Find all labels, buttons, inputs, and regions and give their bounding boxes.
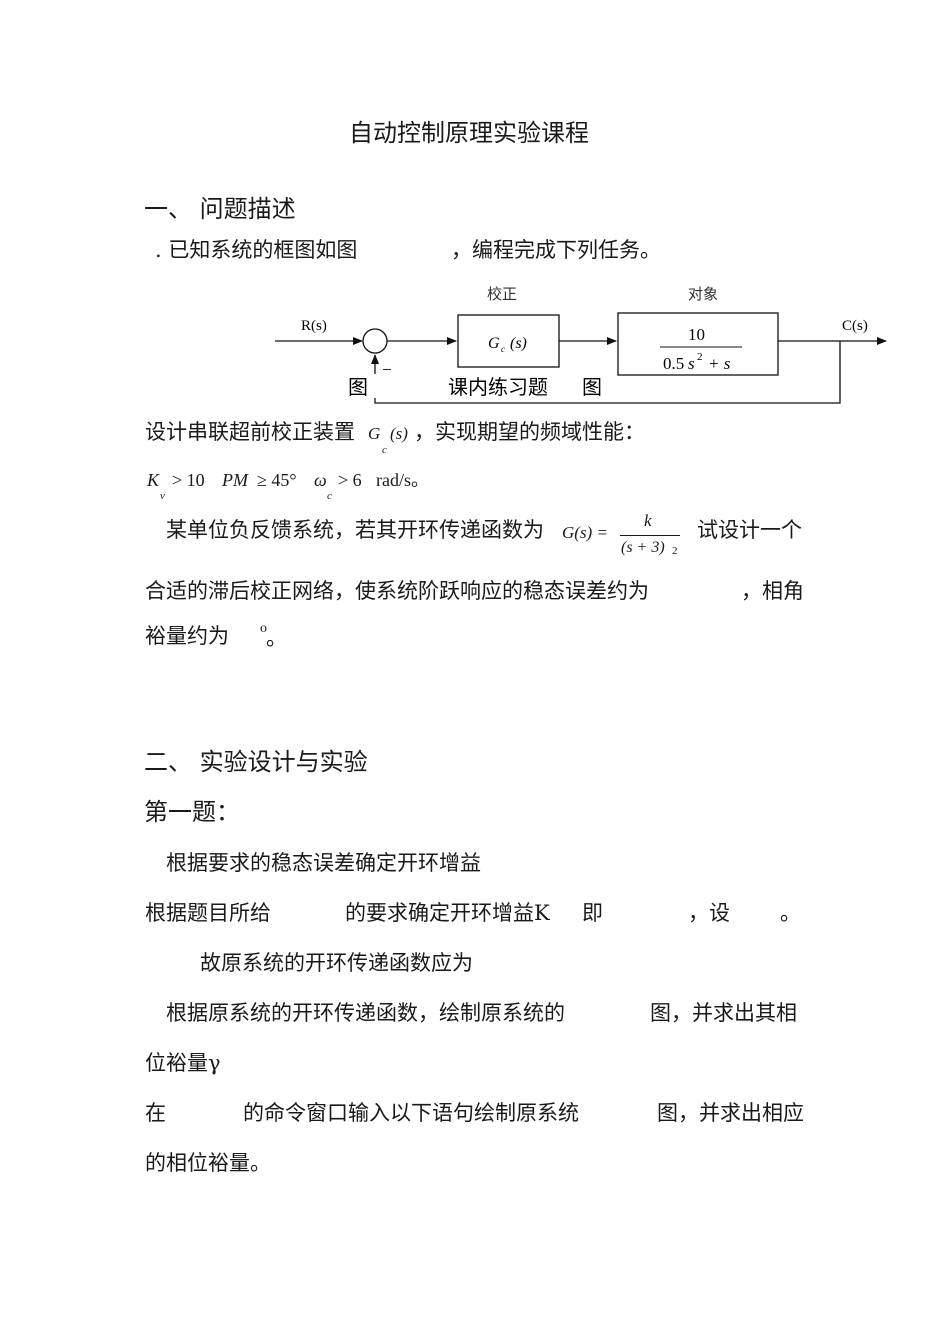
p2-right: 试设计一个: [697, 518, 802, 542]
step-6-c: 图，并求出相应: [657, 1101, 804, 1125]
task-intro-right: ，编程完成下列任务。: [451, 238, 661, 262]
design-gc-arg: (s): [390, 424, 408, 443]
input-label: R(s): [301, 318, 327, 334]
step-6-a: 在: [145, 1101, 166, 1125]
plant-numerator: 10: [688, 325, 705, 344]
design-line-left: 设计串联超前校正装置: [145, 420, 355, 444]
question-1-label: 第一题：: [144, 798, 240, 826]
spec-wc-sub: c: [327, 490, 332, 502]
caption-fig-a: 图: [348, 375, 368, 399]
page-title: 自动控制原理实验课程: [349, 119, 589, 147]
design-gc-sub: c: [382, 444, 387, 456]
design-gc: G: [368, 424, 381, 443]
spec-pm: PM: [222, 470, 248, 490]
caption-backdrop: [344, 374, 614, 398]
step-4-a: 根据原系统的开环传递函数，绘制原系统的: [166, 1001, 565, 1025]
plant-den-s: s: [688, 354, 695, 373]
design-line-right: ，实现期望的频域性能：: [414, 420, 645, 444]
controller-g-arg: (s): [510, 335, 527, 352]
spec-kv: K: [147, 470, 160, 490]
minus-sign: −: [382, 360, 392, 379]
section-heading-2: 二、 实验设计与实验: [144, 748, 368, 776]
p2-numerator: k: [644, 511, 652, 530]
p4-right: 。: [266, 626, 287, 650]
p2-denominator: (s + 3): [621, 539, 665, 556]
output-label: C(s): [842, 318, 868, 334]
p4-left: 裕量约为: [145, 624, 229, 648]
controller-block: [457, 314, 560, 368]
spec-wc: ω: [314, 470, 327, 490]
plant-den-exp: 2: [697, 351, 703, 363]
spec-kv-sub: v: [160, 490, 165, 502]
block-diagram: 校正 对象 R(s) − G c (s) 10 0.5 s 2 + s C(s)…: [275, 285, 887, 404]
step-4-b: 图，并求出其相: [650, 1001, 797, 1025]
controller-g: G: [488, 335, 500, 352]
step-2-e: 。: [780, 901, 801, 925]
p3-left: 合适的滞后校正网络，使系统阶跃响应的稳态误差约为: [145, 579, 649, 603]
step-6-b: 的命令窗口输入以下语句绘制原系统: [243, 1101, 579, 1125]
plant-den-b: + s: [708, 354, 731, 373]
p3-right: ，相角: [741, 579, 804, 603]
step-2-c: 即: [582, 901, 603, 925]
spec-kv-value: > 10: [172, 470, 205, 490]
spec-wc-value: > 6: [338, 470, 362, 490]
step-1: 根据要求的稳态误差确定开环增益: [166, 851, 481, 875]
label-plant: 对象: [688, 285, 718, 303]
p2-g: G(s) =: [562, 523, 608, 542]
task-intro-left: . 已知系统的框图如图: [155, 238, 358, 262]
step-7: 的相位裕量。: [145, 1151, 271, 1175]
controller-g-sub: c: [501, 344, 505, 354]
step-5: 位裕量γ: [145, 1051, 221, 1075]
label-correction: 校正: [487, 285, 517, 303]
p2-den-exp: 2: [672, 545, 678, 557]
section-heading-1: 一、 问题描述: [144, 195, 296, 223]
p4-degree: o: [260, 621, 267, 636]
caption-fig-b: 课内练习题: [448, 375, 548, 399]
spec-unit: rad/s。: [376, 470, 429, 490]
step-3: 故原系统的开环传递函数应为: [200, 951, 473, 975]
p2-left: 某单位负反馈系统，若其开环传递函数为: [166, 518, 544, 542]
step-2-b: 的要求确定开环增益K: [345, 901, 550, 925]
spec-pm-value: ≥ 45°: [257, 470, 297, 490]
caption-fig-c: 图: [582, 375, 602, 399]
step-2-a: 根据题目所给: [145, 901, 271, 925]
summing-junction: [362, 328, 388, 354]
plant-den-a: 0.5: [663, 354, 684, 373]
step-2-d: ，设: [688, 901, 730, 925]
p2-fraction-bar: [620, 535, 680, 536]
plant-block: [617, 312, 779, 376]
